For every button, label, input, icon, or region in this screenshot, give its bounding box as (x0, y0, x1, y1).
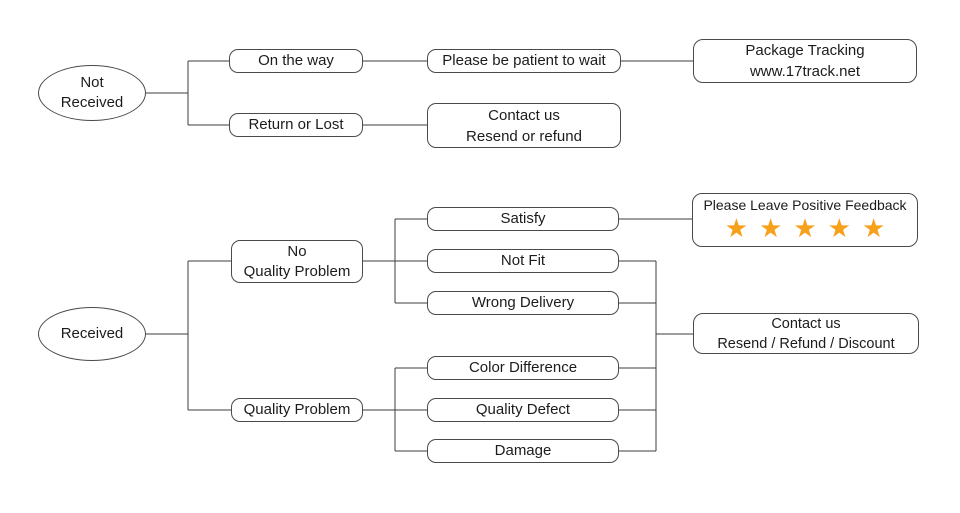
feedback-title: Please Leave Positive Feedback (703, 197, 907, 213)
node-wrong-delivery: Wrong Delivery (427, 291, 619, 315)
node-quality-problem: Quality Problem (231, 398, 363, 422)
node-received: Received (38, 307, 146, 361)
node-not-fit: Not Fit (427, 249, 619, 273)
node-color-difference: Color Difference (427, 356, 619, 380)
connector-path (146, 60, 693, 452)
node-contact-us-resend-refund-discount: Contact us Resend / Refund / Discount (693, 313, 919, 354)
node-satisfy: Satisfy (427, 207, 619, 231)
node-contact-us-resend-refund: Contact us Resend or refund (427, 103, 621, 148)
node-no-quality-problem: No Quality Problem (231, 240, 363, 283)
node-package-tracking: Package Tracking www.17track.net (693, 39, 917, 83)
node-return-or-lost: Return or Lost (229, 113, 363, 137)
feedback-stars: ★★★★★ (724, 214, 897, 244)
node-damage: Damage (427, 439, 619, 463)
node-please-be-patient: Please be patient to wait (427, 49, 621, 73)
node-not-received: Not Received (38, 65, 146, 121)
node-positive-feedback: Please Leave Positive Feedback ★★★★★ (692, 193, 918, 247)
node-quality-defect: Quality Defect (427, 398, 619, 422)
node-on-the-way: On the way (229, 49, 363, 73)
